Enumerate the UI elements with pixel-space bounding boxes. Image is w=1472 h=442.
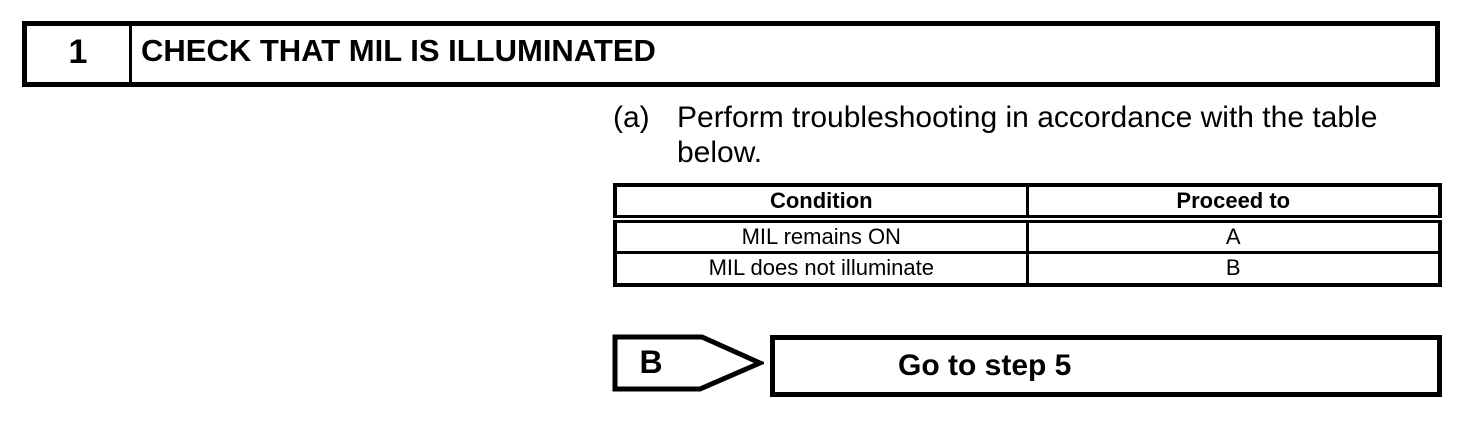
instruction-line-1: Perform troubleshooting in accordance wi… — [677, 101, 1378, 134]
instruction-line-2: below. — [677, 136, 763, 169]
step-title: CHECK THAT MIL IS ILLUMINATED — [141, 33, 656, 68]
troubleshooting-table: Condition Proceed to MIL remains ON A MI… — [613, 183, 1442, 287]
arrow-right-icon — [612, 334, 764, 392]
proceed-to-cell: A — [1025, 217, 1442, 254]
proceed-to-cell: B — [1025, 250, 1442, 287]
go-to-step-box: Go to step 5 — [770, 335, 1442, 397]
instruction-text: Perform troubleshooting in accordance wi… — [677, 100, 1377, 170]
column-header-proceed-to: Proceed to — [1025, 183, 1442, 223]
condition-cell: MIL remains ON — [613, 217, 1029, 254]
column-header-condition: Condition — [613, 183, 1029, 223]
list-marker: (a) — [613, 101, 650, 134]
result-connector: B — [612, 334, 764, 392]
go-to-step-label: Go to step 5 — [898, 349, 1072, 382]
connector-letter: B — [639, 343, 663, 380]
instruction-paragraph: (a) Perform troubleshooting in accordanc… — [613, 100, 1377, 170]
table-row: MIL remains ON A — [613, 217, 1442, 254]
table-header-row: Condition Proceed to — [613, 183, 1442, 223]
condition-cell: MIL does not illuminate — [613, 250, 1029, 287]
table-row: MIL does not illuminate B — [613, 250, 1442, 287]
step-number: 1 — [27, 26, 132, 82]
step-header: 1 CHECK THAT MIL IS ILLUMINATED — [22, 21, 1440, 87]
